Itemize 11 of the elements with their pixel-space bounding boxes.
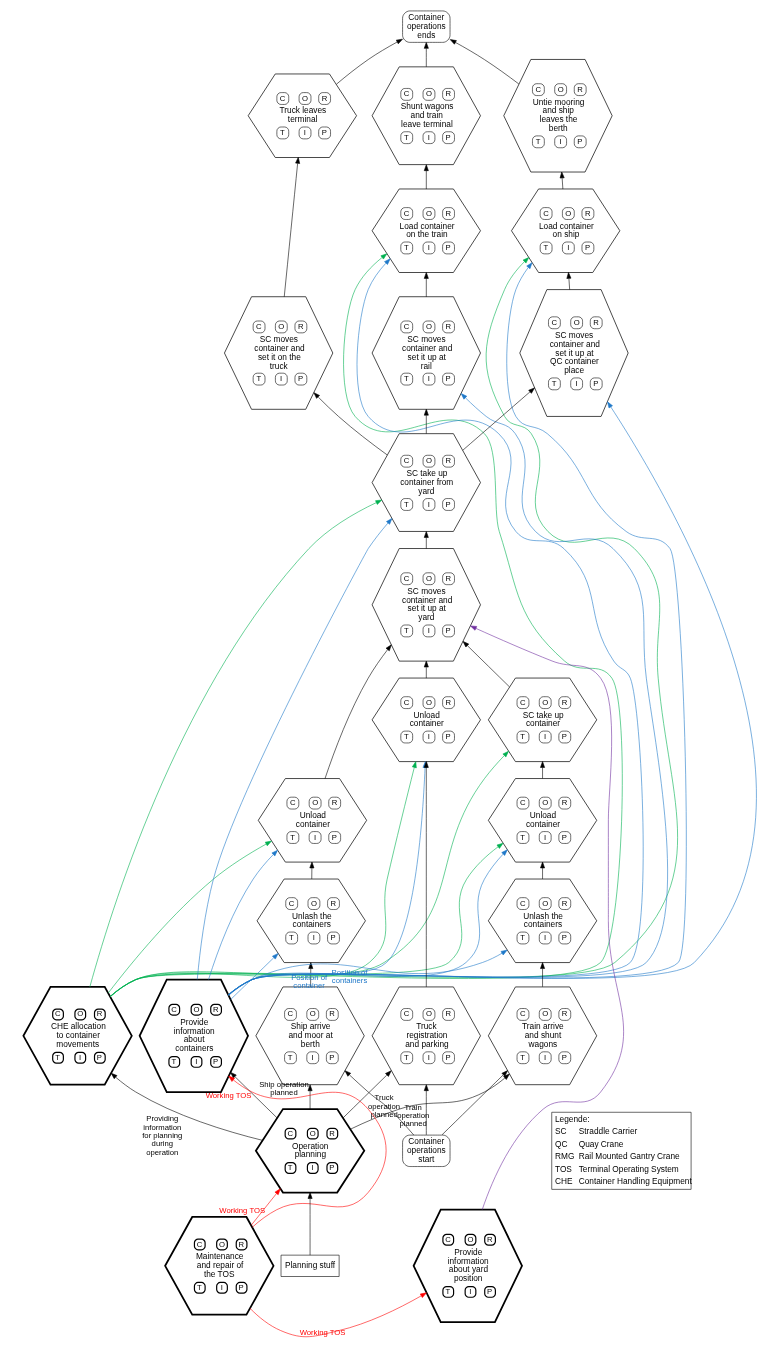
label: Quay Crane [578, 1138, 624, 1149]
label: QC [555, 1138, 568, 1149]
label: CHE [555, 1176, 573, 1187]
label: Rail Mounted Gantry Crane [578, 1151, 680, 1162]
label: Legende: [555, 1113, 590, 1124]
label: SC [555, 1126, 567, 1137]
label: RMG [555, 1151, 575, 1162]
label: Container Handling Equipment [578, 1176, 692, 1187]
label: Straddle Carrier [578, 1126, 638, 1137]
label: TOS [555, 1163, 572, 1174]
label: Terminal Operating System [578, 1163, 679, 1174]
